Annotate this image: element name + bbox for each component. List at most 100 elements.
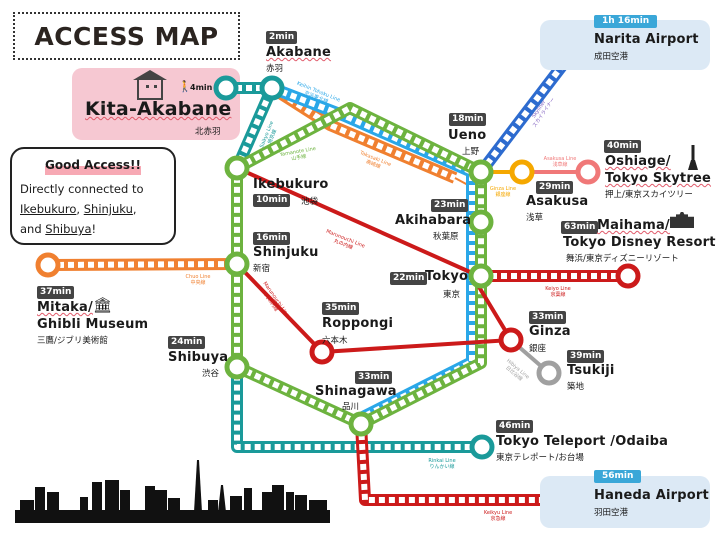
marunouchi-label: Marunouchi Line丸の内線 [323,229,366,256]
tokyo-skyline-illustration [15,460,330,523]
station-ginza[interactable] [498,327,524,353]
callout-heading: Good Access!! [45,155,141,175]
station-shibuya[interactable] [224,354,250,380]
castle-icon [670,212,694,228]
tokyo-time: 22min [390,272,428,285]
tsukiji-jp: 築地 [567,382,585,392]
home-station-box [72,68,240,140]
station-shinjuku[interactable] [224,251,250,277]
narita-name: Narita Airport [594,32,699,47]
asakusa-jp: 浅草 [526,213,544,223]
station-shinagawa[interactable] [348,411,374,437]
station-akihabara[interactable] [468,209,494,235]
station-asakusa[interactable] [509,159,535,185]
shibuya-jp: 渋谷 [202,369,220,379]
roppongi-name: Roppongi [322,316,394,331]
ikebukuro-time: 10min [253,194,291,207]
page-title: ACCESS MAP [13,12,240,60]
station-tokyo[interactable] [468,263,494,289]
mitaka-name: Mitaka/ [37,300,93,315]
station-akabane[interactable] [259,75,285,101]
tokyo-jp: 東京 [443,290,461,300]
akihabara-time: 23min [431,199,469,212]
walk-time: 4min [190,83,213,92]
station-roppongi[interactable] [309,339,335,365]
teleport-time: 46min [496,420,534,433]
callout-link-ikebukuro: Ikebukuro [20,202,77,216]
station-kita-akabane[interactable] [213,75,239,101]
maihama-name2: Tokyo Disney Resort [563,235,716,250]
skytree-icon [688,145,698,170]
shinjuku-time: 16min [253,232,291,245]
station-tokyo-teleport[interactable] [469,434,495,460]
home-station-name: Kita-Akabane [85,98,232,120]
narita-jp: 成田空港 [594,52,629,62]
ikebukuro-jp: 池袋 [301,197,319,207]
callout-link-shibuya: Shibuya [45,222,92,236]
akabane-name: Akabane [266,45,332,60]
asakusa-time: 29min [536,181,574,194]
roppongi-time: 35min [322,302,360,315]
ueno-jp: 上野 [462,147,480,157]
shinjuku-jp: 新宿 [253,264,271,274]
roppongi-jp: 六本木 [322,336,348,346]
keikyu-line [355,423,545,506]
skyliner-line [476,58,570,176]
station-oshiage[interactable] [575,159,601,185]
station-ikebukuro[interactable] [224,155,250,181]
station-tsukiji[interactable] [536,360,562,386]
tsukiji-time: 39min [567,350,605,363]
callout-end: ! [91,222,97,236]
akabane-time: 2min [266,31,298,44]
callout-and: and [20,222,42,236]
tokyo-name: Tokyo [425,269,469,284]
home-station-jp: 北赤羽 [195,127,221,137]
akihabara-name: Akihabara [395,213,472,228]
maihama-jp: 舞浜/東京ディズニーリゾート [566,254,679,264]
maihama-time: 63min [561,221,599,234]
mitaka-jp: 三鷹/ジブリ美術館 [37,336,108,346]
callout-link-shinjuku: Shinjuku [83,202,133,216]
oshiage-name: Oshiage/ [605,154,671,169]
narita-airport-box [540,20,710,70]
shinagawa-name: Shinagawa [315,384,397,399]
ikebukuro-name: Ikebukuro [253,177,329,192]
teleport-name: Tokyo Teleport /Odaiba [496,434,669,449]
hibiya-label: Hibiya Line日比谷線 [501,358,530,385]
walk-icon: 🚶 [178,80,192,93]
shibuya-name: Shibuya [168,350,229,365]
ueno-time: 18min [449,113,487,126]
chuo-line [47,258,238,271]
ginza-name: Ginza [529,324,571,339]
haneda-airport-box [540,476,710,528]
house-icon [133,70,167,102]
narita-time-badge: 1h 16min [594,15,658,28]
ueno-name: Ueno [448,128,487,143]
oshiage-name2: Tokyo Skytree [605,171,711,186]
haneda-name: Haneda Airport [594,488,709,503]
tsukiji-name: Tsukiji [567,363,615,378]
oshiage-jp: 押上/東京スカイツリー [605,190,693,200]
oshiage-time: 40min [604,140,642,153]
akabane-jp: 赤羽 [266,64,284,74]
good-access-callout: Good Access!! Directly connected to Ikeb… [10,147,176,245]
asakusa-name: Asakusa [526,194,589,209]
station-maihama[interactable] [615,263,641,289]
museum-icon: 🏛 [93,296,113,314]
mitaka-name2: Ghibli Museum [37,317,149,332]
shinjuku-name: Shinjuku [253,245,319,260]
maihama-name: Maihama/ [597,218,670,233]
station-ueno[interactable] [468,159,494,185]
station-mitaka[interactable] [35,252,61,278]
callout-line1: Directly connected to [20,182,144,196]
ginza-time: 33min [529,311,567,324]
mitaka-time: 37min [37,286,75,299]
ginza-jp: 銀座 [529,344,547,354]
